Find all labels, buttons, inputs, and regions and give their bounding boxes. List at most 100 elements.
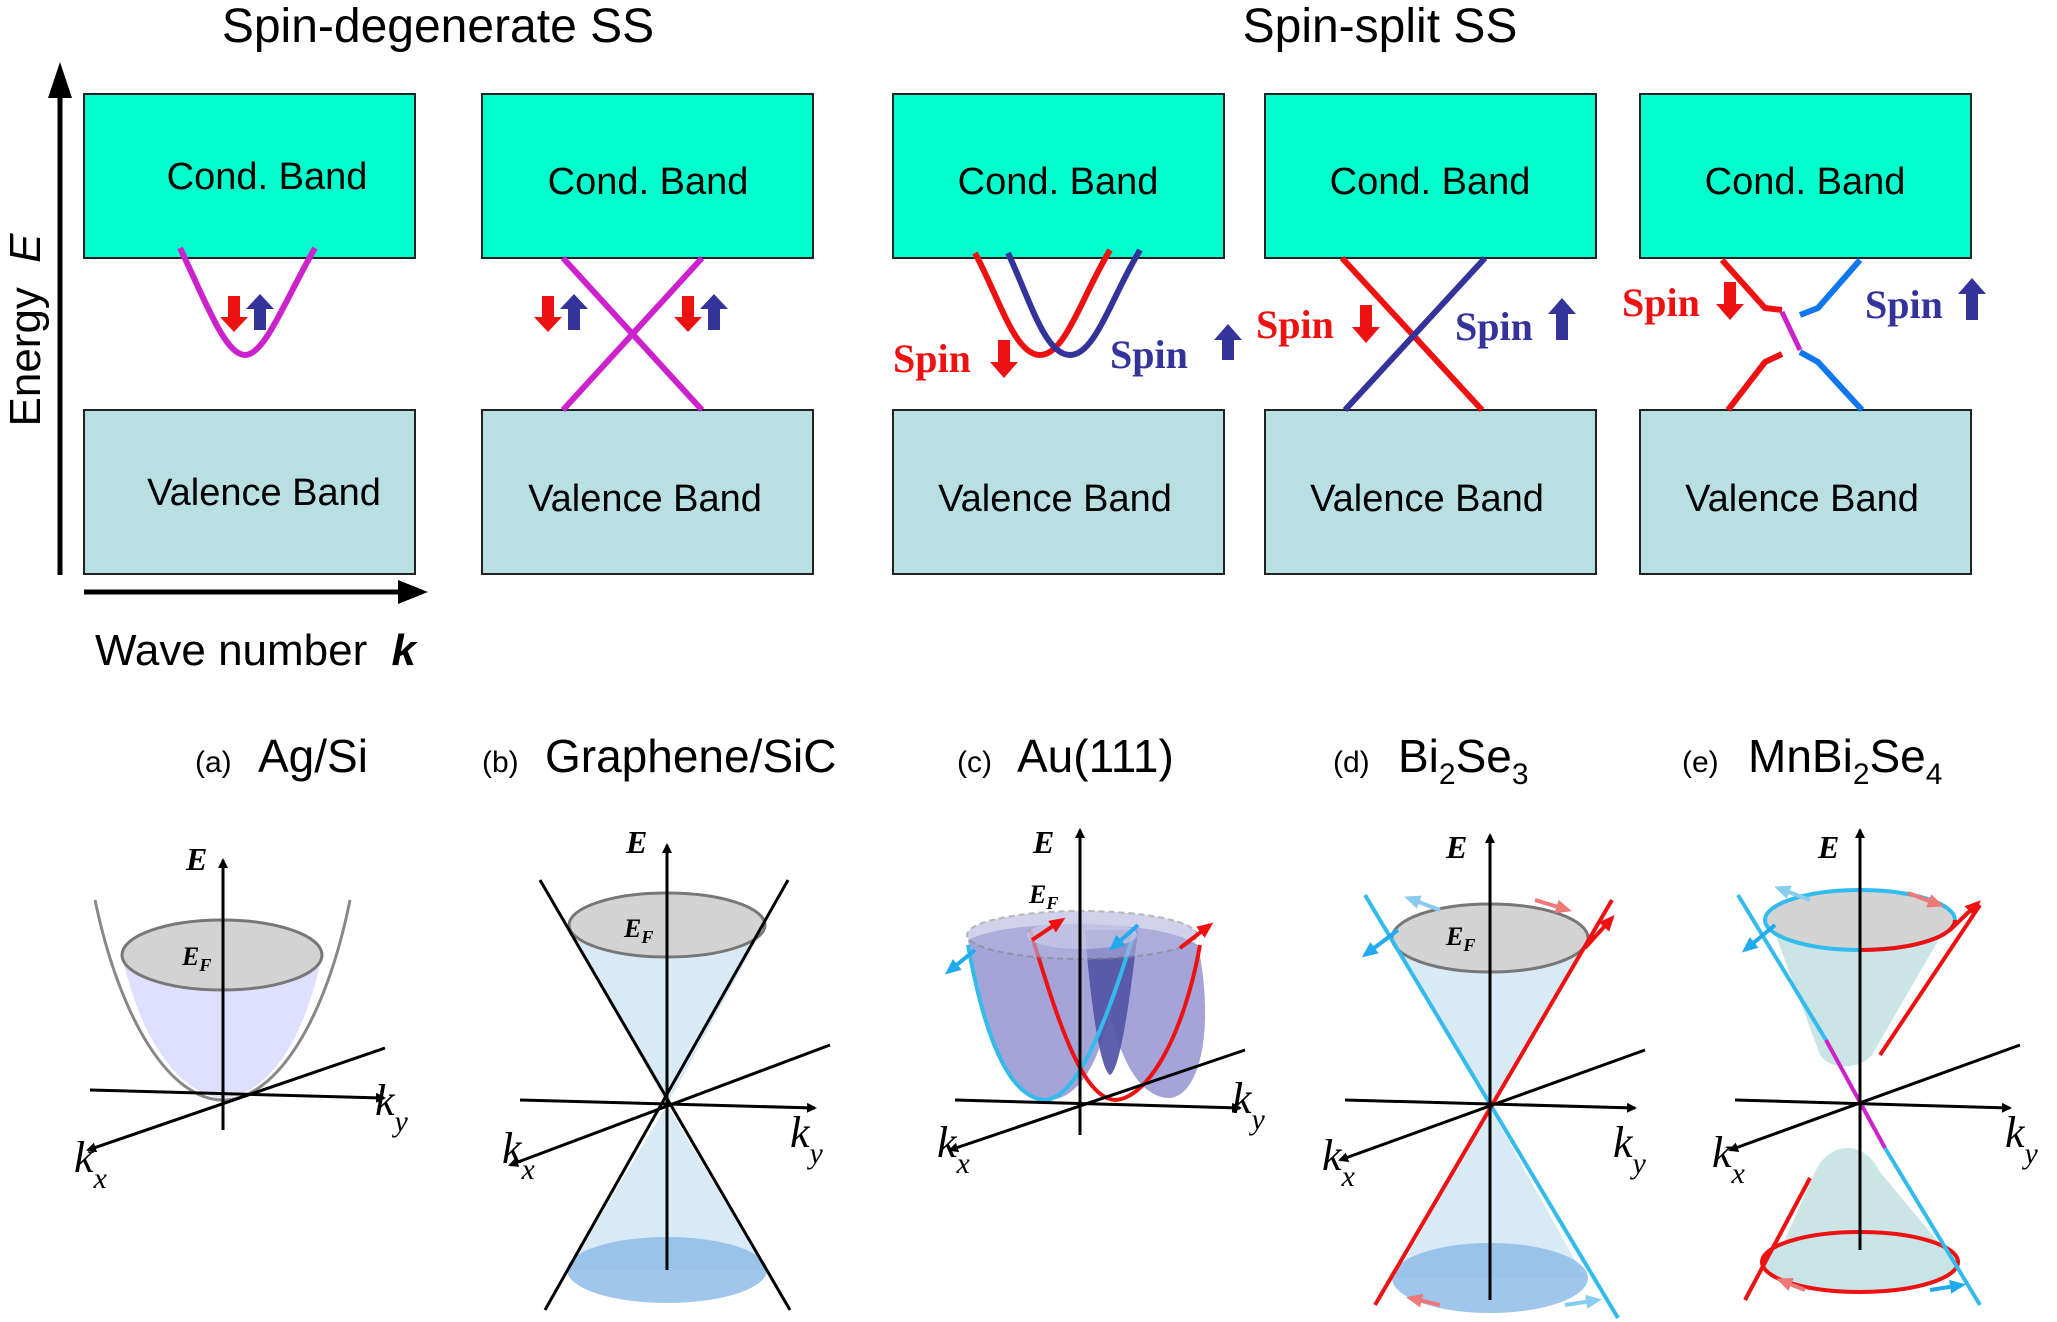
kx-label: kx	[1322, 1131, 1356, 1193]
ky-sub: y	[1249, 1103, 1266, 1136]
red-cone-line	[1373, 898, 1614, 1307]
e-label: E	[1817, 829, 1839, 865]
ef-main: E	[1445, 922, 1463, 951]
material-part: Bi	[1398, 730, 1439, 782]
cond-band-box-3	[892, 93, 1225, 259]
rashba-parabola-down	[972, 248, 1113, 359]
ef-label: EF	[181, 942, 211, 975]
ky-sub: y	[392, 1105, 409, 1138]
red-parabola	[1028, 929, 1202, 1103]
kx-label: kx	[502, 1124, 536, 1186]
spin-down-arrow	[220, 296, 248, 332]
ef-label: EF	[1028, 880, 1058, 913]
kx-axis	[86, 1046, 386, 1153]
spin-down-arrow-4	[1352, 305, 1380, 343]
ky-label: ky	[790, 1108, 824, 1170]
bottom-cyan-arrow	[1929, 1279, 1966, 1294]
e-label: E	[625, 824, 647, 860]
ky-main: k	[2005, 1108, 2026, 1157]
wave-axis-label: Wave number k	[95, 626, 418, 675]
spin-up-arrow	[700, 294, 728, 330]
kx-axis	[948, 1048, 1246, 1153]
spin-down-arrow-5	[1716, 282, 1744, 320]
red-spin-arrow	[1583, 915, 1615, 950]
cyan-upper-line	[1736, 893, 1828, 1042]
valence-band-box-5	[1639, 409, 1972, 575]
kx-axis	[508, 1043, 831, 1167]
panel-letter-0: (a)	[195, 746, 232, 779]
ky-sub: y	[807, 1137, 824, 1170]
spin-up-label-5: Spin	[1865, 282, 1943, 327]
ky-axis	[89, 1088, 386, 1103]
spin-up-arrow	[246, 294, 274, 330]
red-upper-line	[1878, 903, 1982, 1057]
valence-band-label-1: Valence Band	[147, 472, 381, 514]
panel-material-1: Graphene/SiC	[545, 730, 837, 782]
cyan-spin-arrow	[1361, 928, 1400, 958]
wave-axis-arrowhead	[398, 580, 428, 604]
cyan-parabola	[966, 929, 1137, 1103]
kx-main: k	[74, 1133, 95, 1182]
ky-main: k	[790, 1108, 811, 1157]
gap-mixing	[1779, 310, 1803, 352]
valence-band-box-3	[892, 409, 1225, 575]
cond-band-label-5: Cond. Band	[1705, 161, 1906, 203]
ky-main: k	[375, 1076, 396, 1125]
kx-sub: x	[521, 1153, 536, 1186]
kx-main: k	[1712, 1128, 1733, 1177]
cond-band-label-4: Cond. Band	[1330, 161, 1531, 203]
kx-label: kx	[74, 1133, 108, 1195]
cone-c-au111: E EF ky kx	[937, 824, 1266, 1180]
panel-letter-3: (d)	[1333, 746, 1370, 779]
ef-label: EF	[623, 914, 653, 947]
spin-pair-arrows-1	[220, 294, 274, 332]
spin-down-arrow	[674, 296, 702, 332]
valence-band-label-3: Valence Band	[938, 478, 1172, 520]
gapped-lower-up	[1798, 349, 1865, 413]
material-part: MnBi	[1748, 730, 1853, 782]
panel-material-3: Bi2Se3	[1398, 730, 1529, 791]
spin-up-label-3: Spin	[1110, 332, 1188, 377]
ky-label: ky	[1232, 1074, 1266, 1136]
valence-band-label-2: Valence Band	[528, 478, 762, 520]
gapped-lower-down	[1725, 351, 1784, 412]
e-label: E	[1445, 829, 1467, 865]
panel-letter-2: (c)	[957, 746, 992, 779]
ky-sub: y	[1630, 1147, 1647, 1180]
kx-axis	[1338, 1048, 1646, 1162]
kx-sub: x	[93, 1162, 108, 1195]
valence-band-box-1	[83, 409, 416, 575]
spin-up-arrow-5	[1958, 278, 1986, 320]
panel-captions: (a)Ag/Si(b)Graphene/SiC(c)Au(111)(d)Bi2S…	[195, 730, 1942, 791]
spin-down-label-3: Spin	[893, 336, 971, 381]
cond-band-box-1	[83, 93, 416, 259]
heading-spin-degenerate: Spin-degenerate SS	[222, 0, 654, 53]
light-cyan-arrow	[1774, 885, 1811, 902]
spin-down-arrow	[534, 296, 562, 332]
red-spin-arrow-b	[1178, 922, 1214, 950]
fermi-disk-inner	[1027, 921, 1137, 949]
spin-up-arrow-3	[1214, 324, 1242, 360]
material-part: Se	[1870, 730, 1926, 782]
kx-main: k	[502, 1124, 523, 1173]
material-part: 2	[1439, 758, 1456, 791]
material-part: 4	[1926, 758, 1943, 791]
spin-pair-arrows-2b	[674, 294, 728, 332]
kx-sub: x	[956, 1147, 971, 1180]
heading-spin-split: Spin-split SS	[1243, 0, 1518, 53]
magenta-gap-line	[1824, 1039, 1887, 1149]
ky-sub: y	[2022, 1137, 2039, 1170]
spin-down-arrow-3	[990, 340, 1018, 378]
cyan-spin-arrow	[944, 948, 977, 975]
wave-label: Wave number	[95, 626, 367, 675]
cond-band-label-3: Cond. Band	[958, 161, 1159, 203]
valence-band-label-4: Valence Band	[1310, 478, 1544, 520]
material-part: 2	[1853, 758, 1870, 791]
e-label: E	[1032, 824, 1054, 860]
energy-axis-label: Energy E	[1, 233, 50, 427]
panel-material-4: MnBi2Se4	[1748, 730, 1942, 791]
ky-axis	[954, 1098, 1242, 1113]
valence-band-box-2	[481, 409, 814, 575]
cond-band-box-2	[481, 93, 814, 259]
red-spin-arrow-a	[1030, 917, 1066, 942]
